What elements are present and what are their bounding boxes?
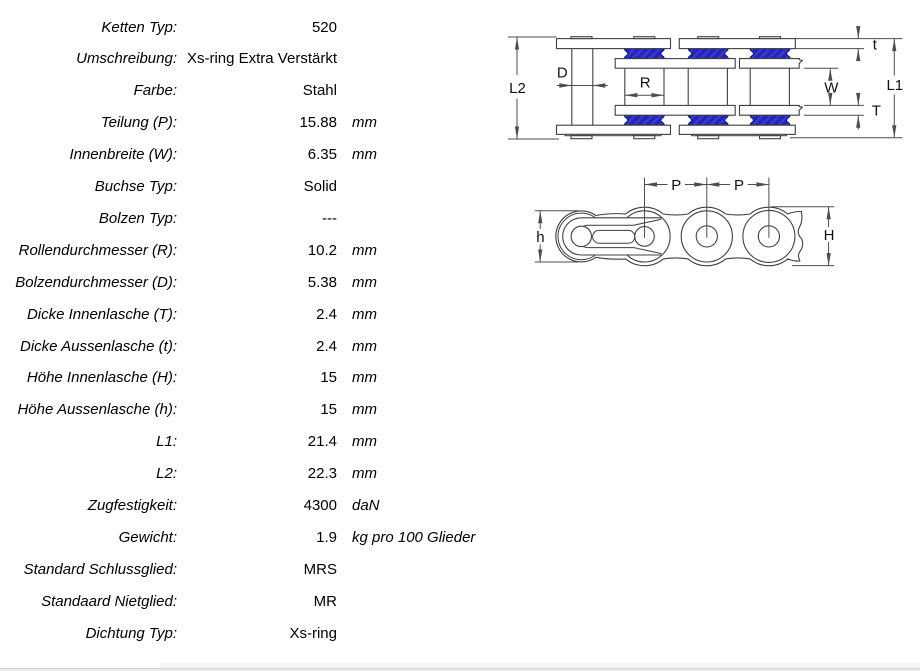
svg-text:P: P bbox=[734, 177, 744, 194]
svg-text:D: D bbox=[557, 65, 568, 82]
svg-text:L1: L1 bbox=[886, 77, 903, 94]
svg-text:h: h bbox=[536, 229, 544, 246]
svg-text:H: H bbox=[824, 227, 835, 244]
svg-text:W: W bbox=[824, 79, 839, 96]
svg-text:R: R bbox=[640, 74, 651, 91]
svg-text:T: T bbox=[872, 103, 881, 120]
svg-text:L2: L2 bbox=[509, 80, 526, 97]
svg-text:t: t bbox=[873, 36, 878, 53]
svg-text:P: P bbox=[671, 177, 681, 194]
